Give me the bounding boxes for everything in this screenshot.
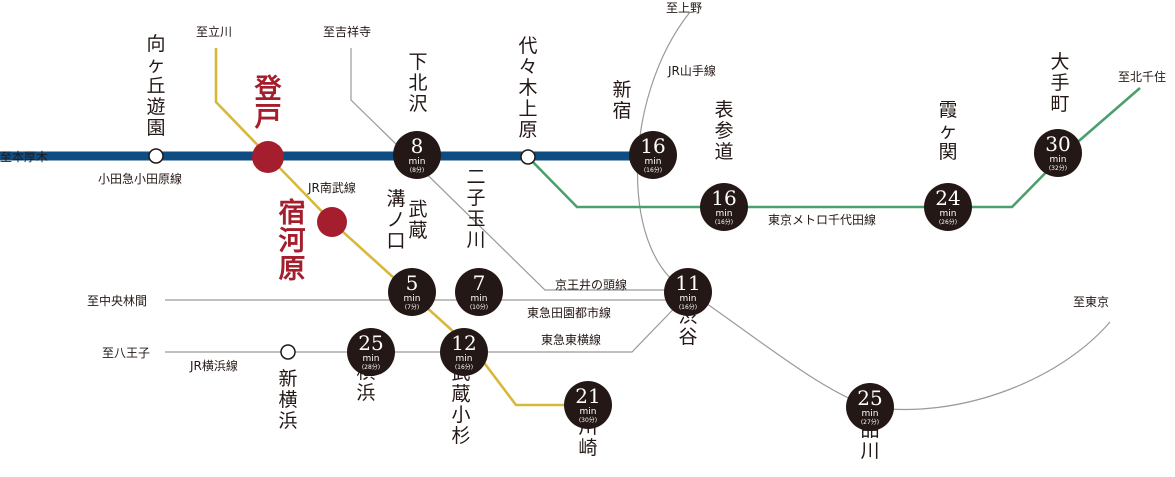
station-name-mizonokuchi: 溝ノ口武蔵 — [386, 188, 427, 252]
badge-note: (16分) — [715, 218, 733, 226]
badge-note: (27分) — [861, 418, 879, 426]
badge-circle — [846, 383, 894, 431]
badge-minutes: 5 — [406, 271, 419, 295]
direction-chuo-rinkan: 至中央林間 — [87, 293, 147, 308]
station-name-shinjuku: 新宿 — [612, 79, 631, 122]
badge-unit: min — [456, 354, 473, 364]
badge-unit: min — [862, 409, 879, 419]
badge-minutes: 16 — [640, 134, 665, 158]
badge-circle — [347, 328, 395, 376]
badge-note: (7分) — [405, 303, 420, 311]
station-name-noborito: 登戸 — [254, 74, 283, 133]
badge-circle — [924, 183, 972, 231]
badge-note: (26分) — [939, 218, 957, 226]
station-name-futakotamagawa: 二子玉川 — [466, 166, 485, 251]
direction-tachikawa: 至立川 — [196, 24, 232, 39]
badge-circle — [455, 268, 503, 316]
badge-unit: min — [409, 157, 426, 167]
station-name-mukogaoka: 向ヶ丘遊園 — [146, 33, 165, 139]
badge-circle — [664, 268, 712, 316]
badge-circle — [564, 381, 612, 429]
badge-minutes: 11 — [675, 271, 700, 295]
badge-minutes: 21 — [575, 384, 600, 408]
badge-unit: min — [680, 294, 697, 304]
badge-circle — [629, 131, 677, 179]
direction-ueno: 至上野 — [666, 1, 702, 15]
badge-note: (8分) — [410, 166, 425, 174]
badge-note: (28分) — [362, 363, 380, 371]
line-label-nanbu: JR南武線 — [307, 180, 356, 195]
badge-note: (30分) — [579, 416, 597, 424]
badge-unit: min — [1050, 155, 1067, 165]
badge-note: (16分) — [455, 363, 473, 371]
line-label-yokohama: JR横浜線 — [189, 358, 238, 373]
badge-unit: min — [404, 294, 421, 304]
station-name-shin-yokohama: 新横浜 — [278, 368, 297, 432]
badge-minutes: 24 — [935, 186, 960, 210]
badge-note: (16分) — [679, 303, 697, 311]
direction-kita-senju: 至北千住 — [1118, 70, 1166, 84]
badge-unit: min — [580, 407, 597, 417]
line-label-keio: 京王井の頭線 — [555, 277, 627, 292]
keio-inokashira-line — [350, 48, 690, 291]
badge-unit: min — [716, 209, 733, 219]
badge-minutes: 16 — [711, 186, 736, 210]
station-marker-mukogaoka — [148, 148, 164, 164]
line-label-chiyoda: 東京メトロ千代田線 — [768, 212, 876, 227]
station-name-omotesando: 表参道 — [714, 99, 733, 163]
badge-unit: min — [363, 354, 380, 364]
station-name-shukugawara: 宿河原 — [279, 197, 306, 285]
station-name-shimokitazawa: 下北沢 — [408, 51, 427, 115]
station-marker-shin-yokohama — [280, 344, 296, 360]
badge-note: (16分) — [644, 166, 662, 174]
line-label-denentoshi: 東急田園都市線 — [527, 305, 611, 320]
badge-minutes: 8 — [411, 134, 424, 158]
station-marker-noborito — [252, 141, 284, 173]
badge-unit: min — [940, 209, 957, 219]
station-name-otemachi: 大手町 — [1050, 51, 1069, 115]
station-marker-yoyogi-uehara — [520, 149, 536, 165]
station-marker-shukugawara — [317, 207, 347, 237]
badge-circle — [440, 328, 488, 376]
chiyoda-line — [527, 87, 1141, 209]
badge-note: (32分) — [1049, 164, 1067, 172]
line-label-yamanote: JR山手線 — [667, 63, 716, 78]
line-label-odakyu: 小田急小田原線 — [98, 171, 182, 186]
station-name-kasumigaseki: 霞ヶ関 — [938, 99, 957, 163]
badge-circle — [393, 131, 441, 179]
badge-minutes: 25 — [358, 331, 383, 355]
direction-kichijoji: 至吉祥寺 — [323, 25, 371, 39]
badge-circle — [1034, 129, 1082, 177]
direction-hon-atsugi: 至本厚木 — [0, 150, 48, 164]
badge-unit: min — [645, 157, 662, 167]
badge-minutes: 30 — [1045, 132, 1070, 156]
badge-minutes: 12 — [451, 331, 476, 355]
toyoko-line — [165, 291, 691, 353]
badge-circle — [388, 268, 436, 316]
direction-tokyo: 至東京 — [1073, 295, 1109, 309]
badge-note: (10分) — [470, 303, 488, 311]
station-name-yoyogi-uehara: 代々木上原 — [518, 35, 537, 141]
badge-minutes: 25 — [857, 386, 882, 410]
direction-hachioji: 至八王子 — [102, 346, 150, 360]
badge-unit: min — [471, 294, 488, 304]
line-label-toyoko: 東急東横線 — [541, 332, 601, 347]
badge-circle — [700, 183, 748, 231]
badge-minutes: 7 — [473, 271, 486, 295]
